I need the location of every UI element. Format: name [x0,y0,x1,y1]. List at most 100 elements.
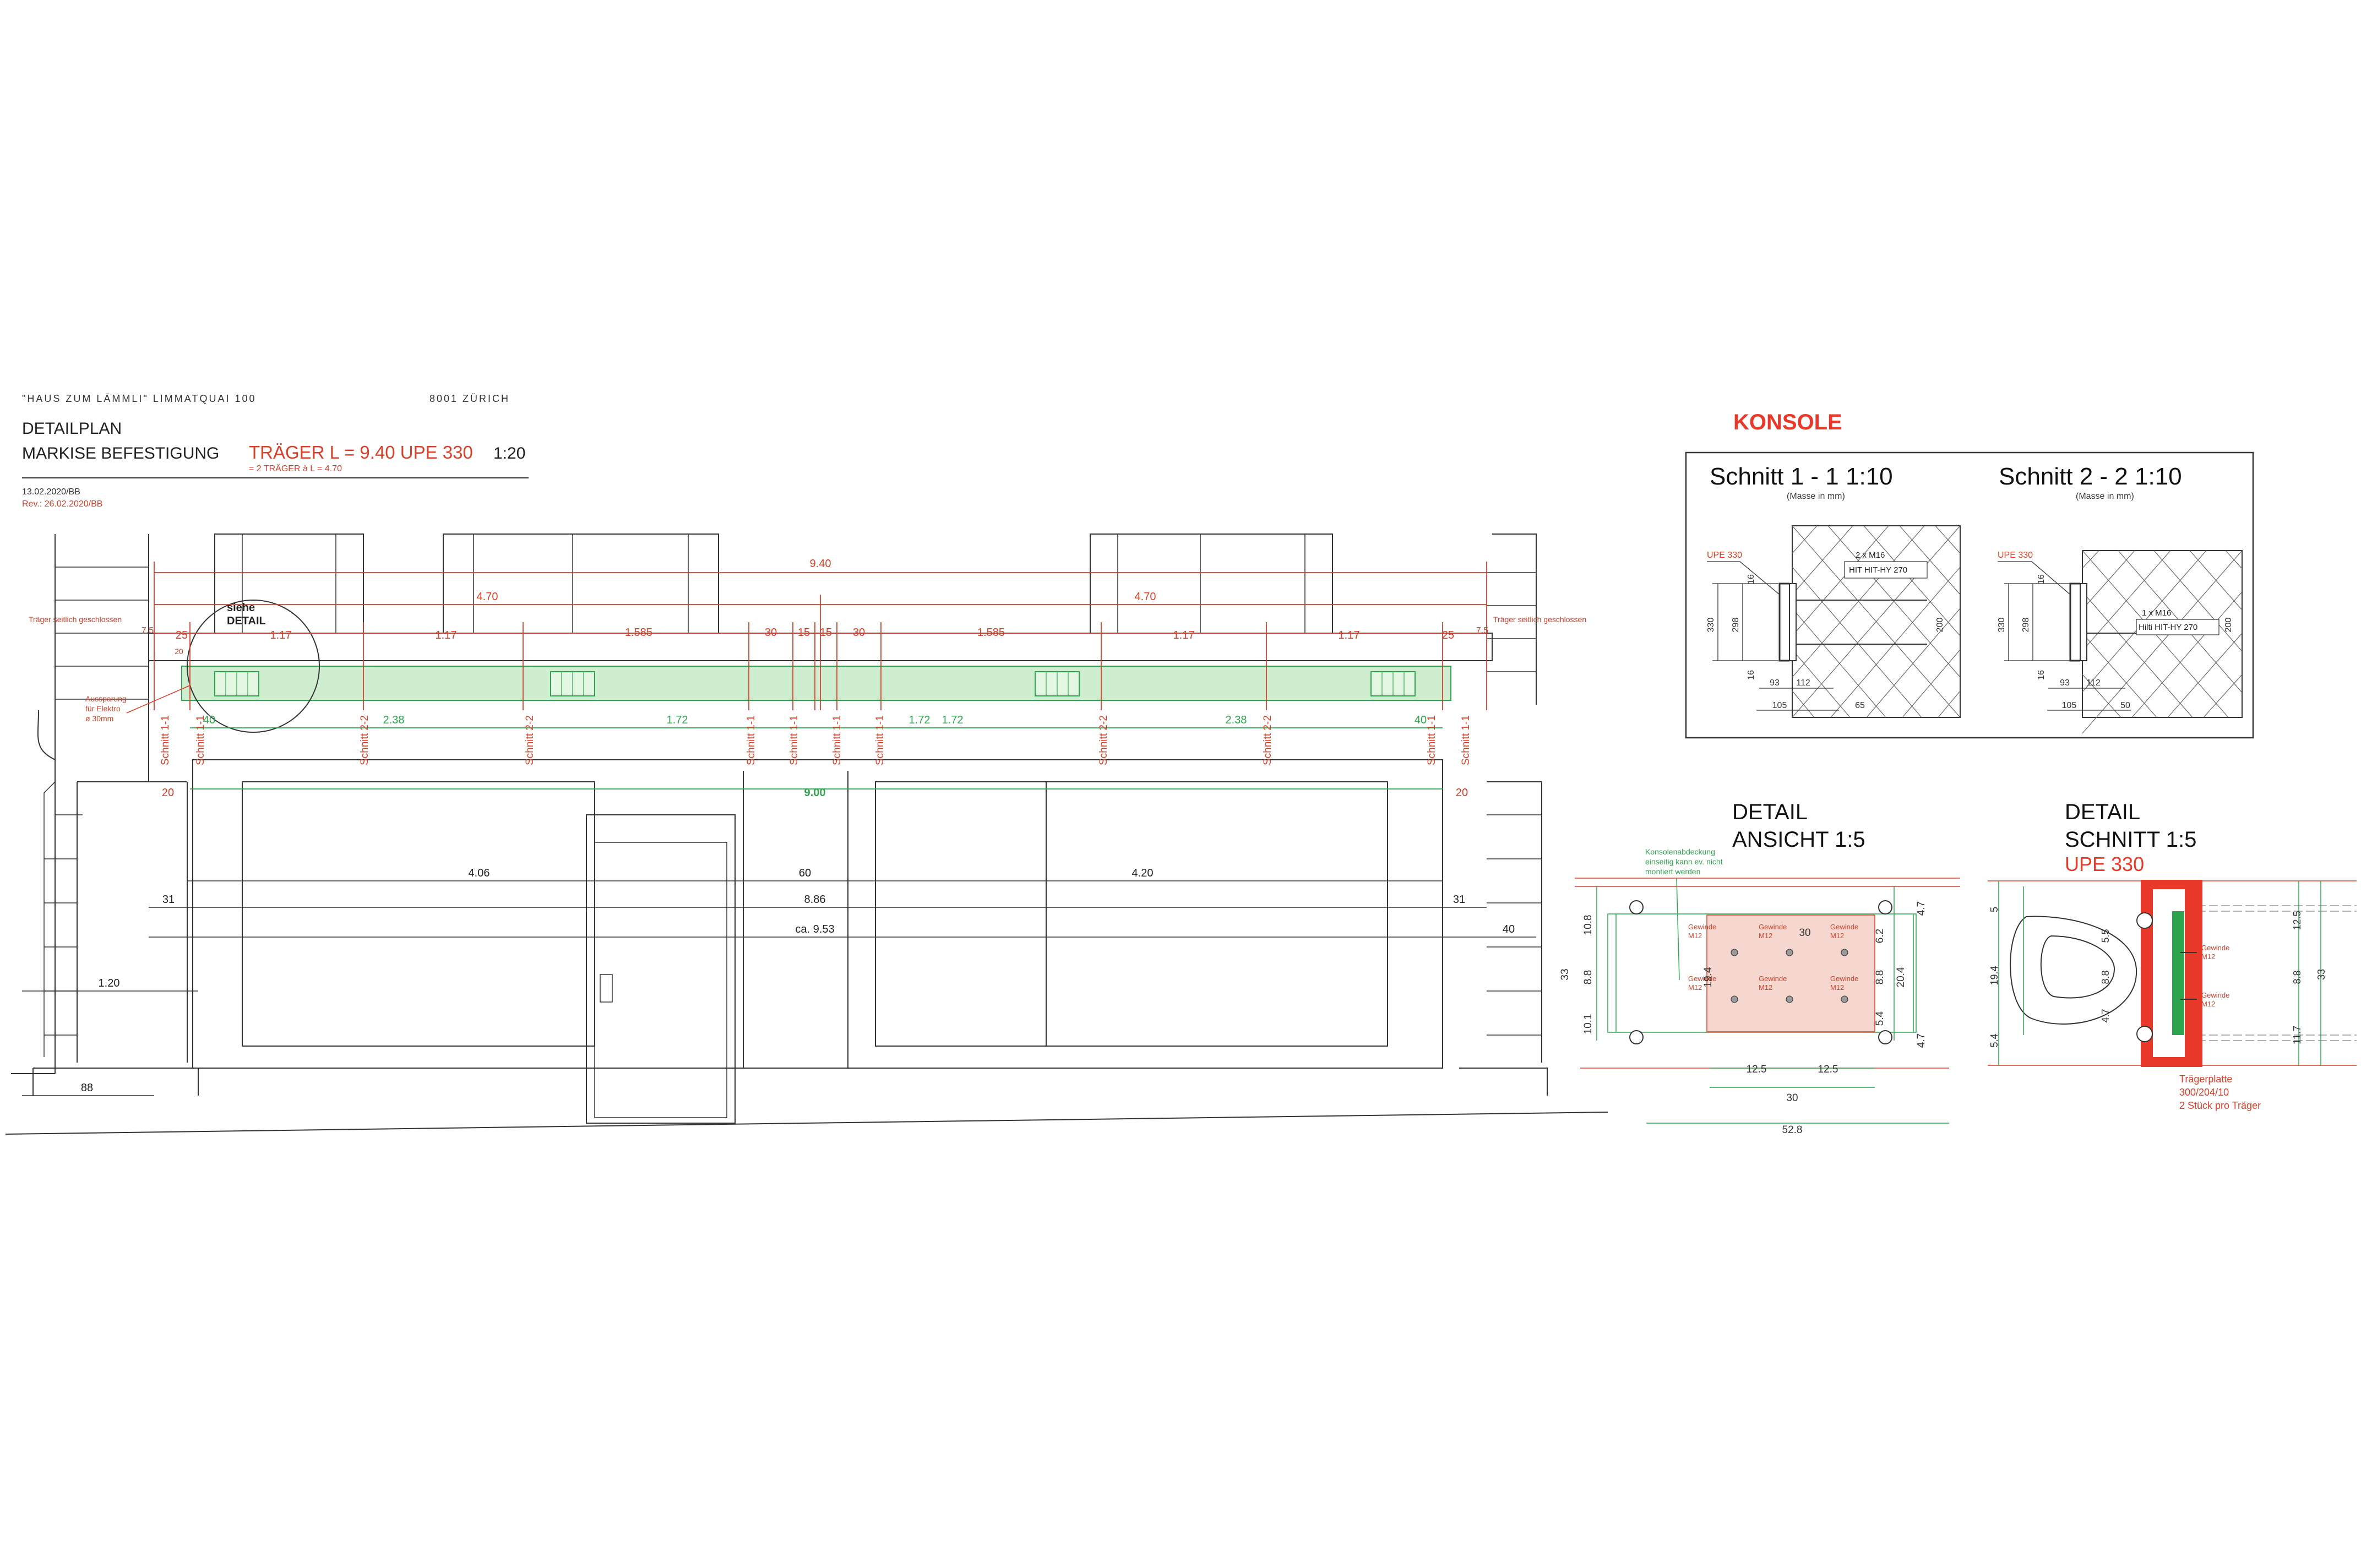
thread-hole-5 [1786,995,1793,1003]
note-electro-1: Aussparung [85,694,127,703]
dim-beam-20-left: 20 [162,787,174,799]
detail-section-dim-88: 8.8 [2100,970,2111,984]
dim-88: 88 [81,1082,93,1094]
detail-view-note-3: montiert werden [1645,867,1700,876]
right-quoins [1487,814,1542,1036]
detail-view-dim-30-top: 30 [1799,927,1810,939]
note-electro-2: für Elektro [85,704,121,713]
detail-view-dim-47-a: 4.7 [1916,901,1927,916]
section-1-dim-200: 200 [1935,618,1945,633]
dimension-lines-bottom [22,880,1536,1096]
section-marker-1: Schnitt 1-1 [160,715,171,765]
section-markers: Schnitt 1-1 Schnitt 1-1 Schnitt 2-2 Schn… [160,715,1472,765]
shop-window-right [875,781,1388,1047]
dim-beam-40-left: 40 [203,714,215,726]
dim-beam-238-right: 2.38 [1226,714,1247,726]
section-1-units: (Masse in mm) [1787,492,1845,501]
section-2-units: (Masse in mm) [2076,492,2134,501]
section-2-title: Schnitt 2 - 2 1:10 [1999,463,2182,490]
section-1-dim-298: 298 [1731,618,1740,633]
thread-size-4: M12 [1688,983,1702,992]
section-1-dim-16b: 16 [1747,670,1756,680]
section-1-dim-93: 93 [1770,678,1780,688]
section-2-dim-105: 105 [2062,701,2077,710]
section-marker-11: Schnitt 1-1 [1426,715,1438,765]
section-marker-7: Schnitt 1-1 [831,715,843,765]
thread-label-2: Gewinde [1759,923,1787,931]
detail-section-title-1: DETAIL [2065,800,2140,824]
detail-section-profile: UPE 330 [2065,853,2144,875]
dim-158-a: 1.585 [625,627,652,639]
detail-section-thread-size-2: M12 [2201,1000,2215,1008]
dim-beam-40-right: 40 [1415,714,1427,726]
detail-section-dim-55: 5.5 [2100,929,2111,943]
thread-hole-3 [1841,949,1848,956]
detail-view-anchor-1 [1629,900,1644,914]
dim-30-b: 30 [853,627,865,639]
plan-scale: 1:20 [493,444,525,462]
dim-420: 4.20 [1132,867,1154,879]
detail-section-console-inner [2040,935,2115,999]
detail-view-dim-101: 10.1 [1582,1014,1594,1035]
door-leaf [594,842,727,1118]
dim-60: 60 [799,867,811,879]
section-1-anchors [1796,600,1927,645]
dim-31-right: 31 [1453,894,1465,906]
detail-section-dim-194: 19.4 [1989,966,2000,985]
detail-view-dim-528: 52.8 [1782,1124,1803,1136]
detail-view-dim-108: 10.8 [1582,915,1594,935]
console-plate-grid [225,672,1405,696]
left-pier-courses [55,567,149,700]
section-2-dim-93: 93 [2060,678,2070,688]
detail-section-threads [2180,952,2197,1000]
thread-size-6: M12 [1830,983,1844,992]
section-1-dimlines [1712,583,1839,711]
detail-view-dim-62: 6.2 [1874,929,1886,943]
detail-view-dim-30: 30 [1786,1092,1798,1104]
note-closed-left: Träger seitlich geschlossen [29,615,122,624]
section-marker-5: Schnitt 1-1 [746,715,757,765]
thread-hole-2 [1786,949,1793,956]
title-block: "HAUS ZUM LÄMMLI" LIMMATQUAI 100 8001 ZÜ… [22,393,529,509]
dim-953: ca. 9.53 [795,923,834,935]
detail-view-anchor-4 [1878,1030,1892,1044]
detail-section-dim-54: 5.4 [1989,1033,2000,1047]
section-2-anchor-box [2136,619,2219,635]
dim-117-b: 1.17 [436,629,457,641]
right-pier [1459,533,1548,1096]
konsole-panel: KONSOLE Schnitt 1 - 1 1:10 (Masse in mm)… [1685,410,2254,739]
dim-117-c: 1.17 [1173,629,1195,641]
detail-section-thread-size-1: M12 [2201,952,2215,961]
plan-subject: MARKISE BEFESTIGUNG [22,444,219,462]
dim-total: 9.40 [810,558,831,570]
section-1-dim-112: 112 [1796,678,1810,688]
section-2-profile: UPE 330 [1998,551,2033,560]
detail-view-dim-47-b: 4.7 [1916,1033,1927,1048]
detail-section-dim-125: 12.5 [2292,911,2303,930]
section-marker-2: Schnitt 1-1 [195,715,206,765]
section-2-dim-16a: 16 [2037,574,2046,584]
detail-view-dim-125-a: 12.5 [1747,1064,1767,1075]
dim-beam-172-a: 1.72 [909,714,931,726]
upper-window-2 [443,533,719,634]
dimension-text-bottom: 4.06 60 4.20 31 8.86 31 ca. 9.53 40 1.20… [81,867,1515,1094]
konsole-frame [1685,451,2254,739]
awning-beam [181,600,1451,733]
detail-section-flange-lines [2197,905,2357,1041]
address-right: 8001 ZÜRICH [429,393,510,404]
note-closed-right: Träger seitlich geschlossen [1493,615,1586,624]
detail-section-plate-3: 2 Stück pro Träger [2179,1100,2261,1111]
storefront-frame [192,759,1443,1069]
detail-section-panel: DETAIL SCHNITT 1:5 UPE 330 Gewinde M12 G… [1988,800,2357,1111]
dim-edge-75-left: 7.5 [142,626,154,635]
section-1-anchor: HIT HIT-HY 270 [1849,565,1907,575]
thread-label-4: Gewinde [1688,974,1716,983]
thread-label-3: Gewinde [1830,923,1858,931]
detail-section-thread-label-2: Gewinde [2201,991,2229,999]
detail-view-dim-204: 20.4 [1895,967,1907,987]
detail-view-dim-88-b: 8.8 [1874,970,1886,984]
dim-edge-25-right: 25 [1442,629,1454,641]
dim-half-left: 4.70 [477,591,498,603]
dim-886: 8.86 [804,894,826,906]
